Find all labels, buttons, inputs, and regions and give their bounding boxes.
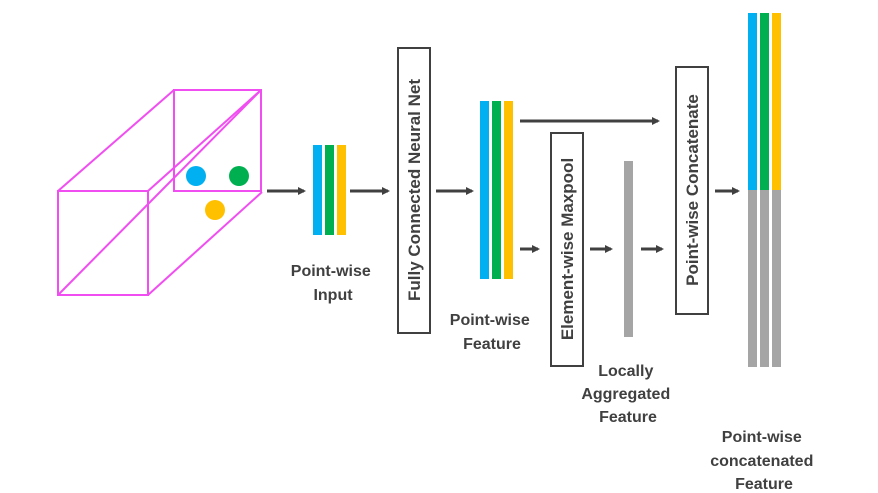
feature-bar-green xyxy=(492,101,501,279)
input-bar-green xyxy=(325,145,334,235)
pointwise-input-bars xyxy=(313,145,346,235)
feature-bar-blue xyxy=(480,101,489,279)
concat-bar-green xyxy=(760,13,769,190)
yellow-point xyxy=(205,200,225,220)
pointwise-concat-feature-label: Point-wise concatenated Feature xyxy=(710,429,818,493)
concat-bar-gray-3 xyxy=(772,190,781,367)
fcnn-box xyxy=(397,47,431,334)
input-point-cloud-cube xyxy=(57,89,263,296)
cube-edge xyxy=(147,191,263,296)
locally-aggregated-bar xyxy=(624,161,633,337)
concat-bar-gray-2 xyxy=(760,190,769,367)
pointwise-input-label: Point-wise Input xyxy=(291,263,375,304)
concat-box xyxy=(675,66,709,315)
input-bar-blue xyxy=(313,145,322,235)
cube-edge xyxy=(57,89,175,192)
pointwise-feature-label: Point-wise Feature xyxy=(450,312,534,353)
green-point xyxy=(229,166,249,186)
cube-front-face xyxy=(57,190,149,296)
locally-aggregated-label: Locally Aggregated Feature xyxy=(581,363,674,426)
pointwise-feature-bars xyxy=(480,101,513,279)
cube-back-face xyxy=(173,89,262,192)
input-bar-yellow xyxy=(337,145,346,235)
maxpool-label: Element-wise Maxpool xyxy=(558,158,577,340)
cube-edge xyxy=(147,89,262,192)
feature-bar-yellow xyxy=(504,101,513,279)
cube-diagonal xyxy=(57,89,262,296)
concat-bar-gray-1 xyxy=(748,190,757,367)
blue-point xyxy=(186,166,206,186)
fcnn-label: Fully Connected Neural Net xyxy=(405,79,424,301)
concatenated-feature-bars xyxy=(748,13,781,367)
concat-bar-blue xyxy=(748,13,757,190)
maxpool-box xyxy=(550,132,584,367)
concat-label: Point-wise Concatenate xyxy=(683,94,702,286)
concat-bar-yellow xyxy=(772,13,781,190)
